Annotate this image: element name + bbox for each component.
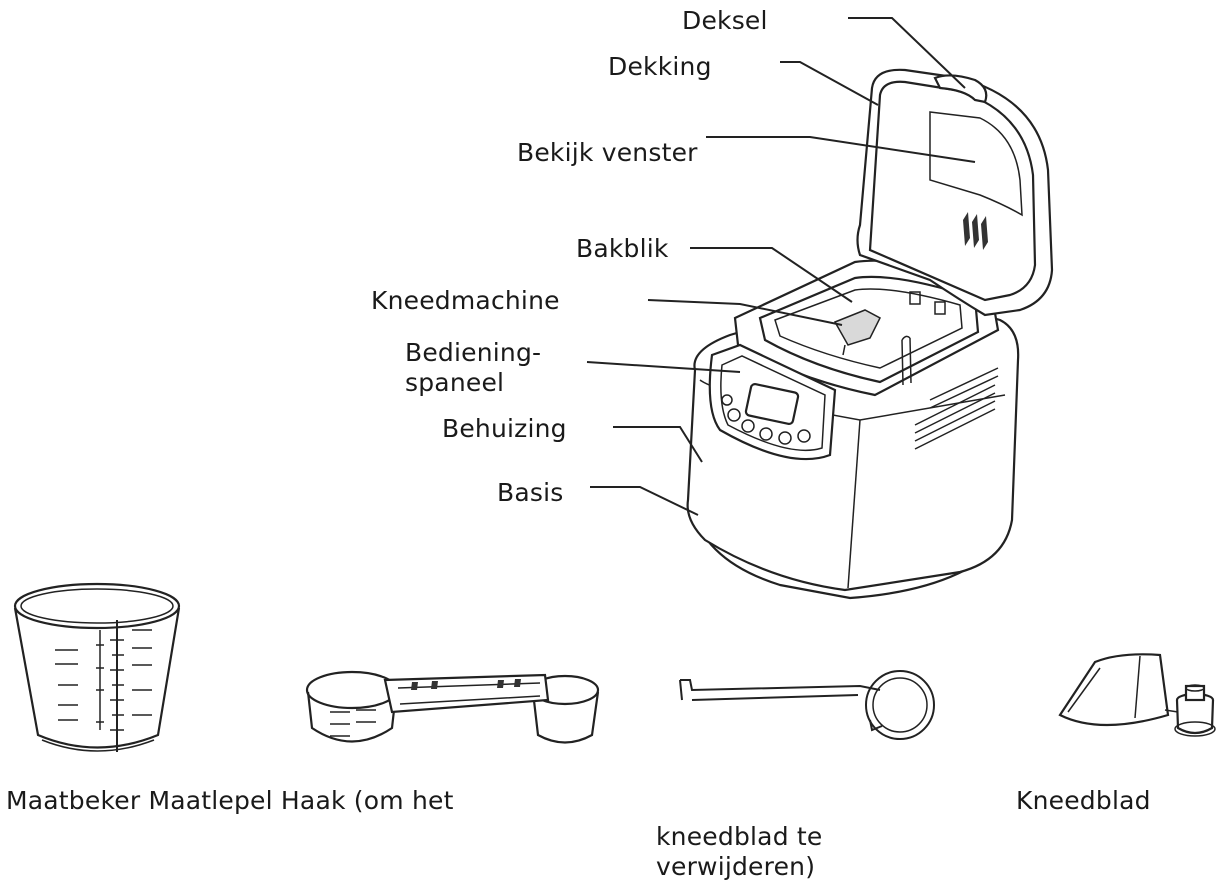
lid-handle [933,74,988,104]
caption-hook-continued: kneedblad te verwijderen) [656,822,823,881]
label-bedieningspaneel: Bediening- spaneel [405,338,542,397]
view-window [929,111,1023,217]
hook-illustration [679,670,935,740]
measuring-spoon-illustration [305,670,600,744]
kneading-paddle-in-pan [833,309,881,346]
label-bakblik: Bakblik [576,234,669,263]
measuring-cup-illustration [13,582,181,752]
label-deksel: Deksel [682,6,768,35]
caption-accessories: Maatbeker Maatlepel Haak (om het [6,786,454,815]
steam-vent [963,212,988,250]
label-kneedmachine: Kneedmachine [371,286,560,315]
caption-kneedblad: Kneedblad [1016,786,1151,815]
side-vents [914,367,999,450]
leader-lines [586,17,976,516]
bread-maker-illustration [686,68,1054,600]
control-display [744,383,800,425]
label-bekijk-venster: Bekijk venster [517,138,698,167]
label-basis: Basis [497,478,564,507]
label-behuizing: Behuizing [442,414,567,443]
lid-window-frame [868,80,1037,302]
kneading-blade-illustration [1058,653,1216,737]
label-dekking: Dekking [608,52,712,81]
